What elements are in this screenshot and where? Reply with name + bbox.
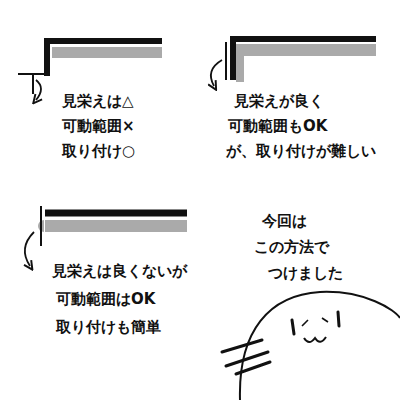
swing-arrow xyxy=(36,80,41,100)
cabinet-edge xyxy=(45,210,187,217)
mascot-cheek xyxy=(302,318,328,326)
note-text: 見栄えは良くないが xyxy=(52,262,187,280)
note-text: が、取り付けが難しい xyxy=(226,142,376,160)
note-text: 見栄えが良く xyxy=(234,92,324,110)
note-text: 可動範囲もOK xyxy=(228,117,327,135)
mascot-eye xyxy=(338,312,339,326)
cabinet-edge xyxy=(233,39,376,80)
hinge-line xyxy=(225,42,227,80)
hinge-line xyxy=(18,74,47,94)
door-panel xyxy=(238,44,376,56)
note-text: 取り付け○ xyxy=(62,142,135,160)
note-text: つけました xyxy=(268,264,343,282)
note-text: 可動範囲はOK xyxy=(56,290,155,308)
cabinet-edge xyxy=(47,41,162,76)
mascot-hand xyxy=(222,340,270,374)
note-text: 取り付けも簡単 xyxy=(56,318,161,336)
note-text: 可動範囲× xyxy=(62,117,135,135)
mascot-eye xyxy=(292,320,294,334)
swing-arrow xyxy=(211,60,222,86)
note-text: 今回は xyxy=(262,212,307,230)
mascot-body xyxy=(240,292,400,400)
note-text: 見栄えは△ xyxy=(62,92,134,110)
mascot-mouth xyxy=(304,337,326,342)
door-panel xyxy=(45,220,187,232)
door-panel xyxy=(52,47,162,58)
note-text: この方法で xyxy=(254,238,329,256)
hinge-line xyxy=(40,206,42,246)
swing-arrow xyxy=(25,232,34,266)
door-panel xyxy=(236,44,244,82)
